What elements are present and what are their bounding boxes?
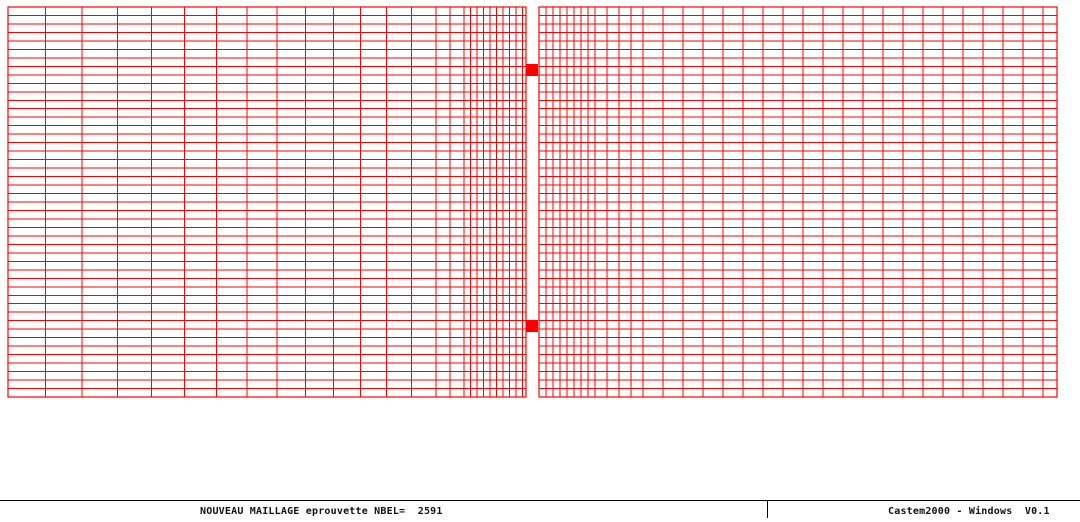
notch-tips (526, 64, 538, 332)
app-title: Castem2000 - Windows V0.1 (888, 506, 1050, 517)
mesh-part (7, 6, 527, 398)
status-separator-line (0, 500, 1080, 501)
notch-tip (526, 320, 538, 332)
status-bar: NOUVEAU MAILLAGE eprouvette NBEL= 2591 C… (0, 500, 1080, 518)
specimen-outline (7, 6, 1058, 398)
part-boundary (7, 6, 527, 398)
mesh-caption: NOUVEAU MAILLAGE eprouvette NBEL= 2591 (200, 506, 443, 517)
part-boundary (538, 6, 1058, 398)
mesh-part (538, 6, 1058, 398)
notch-tip (526, 64, 538, 76)
status-divider (767, 500, 768, 518)
